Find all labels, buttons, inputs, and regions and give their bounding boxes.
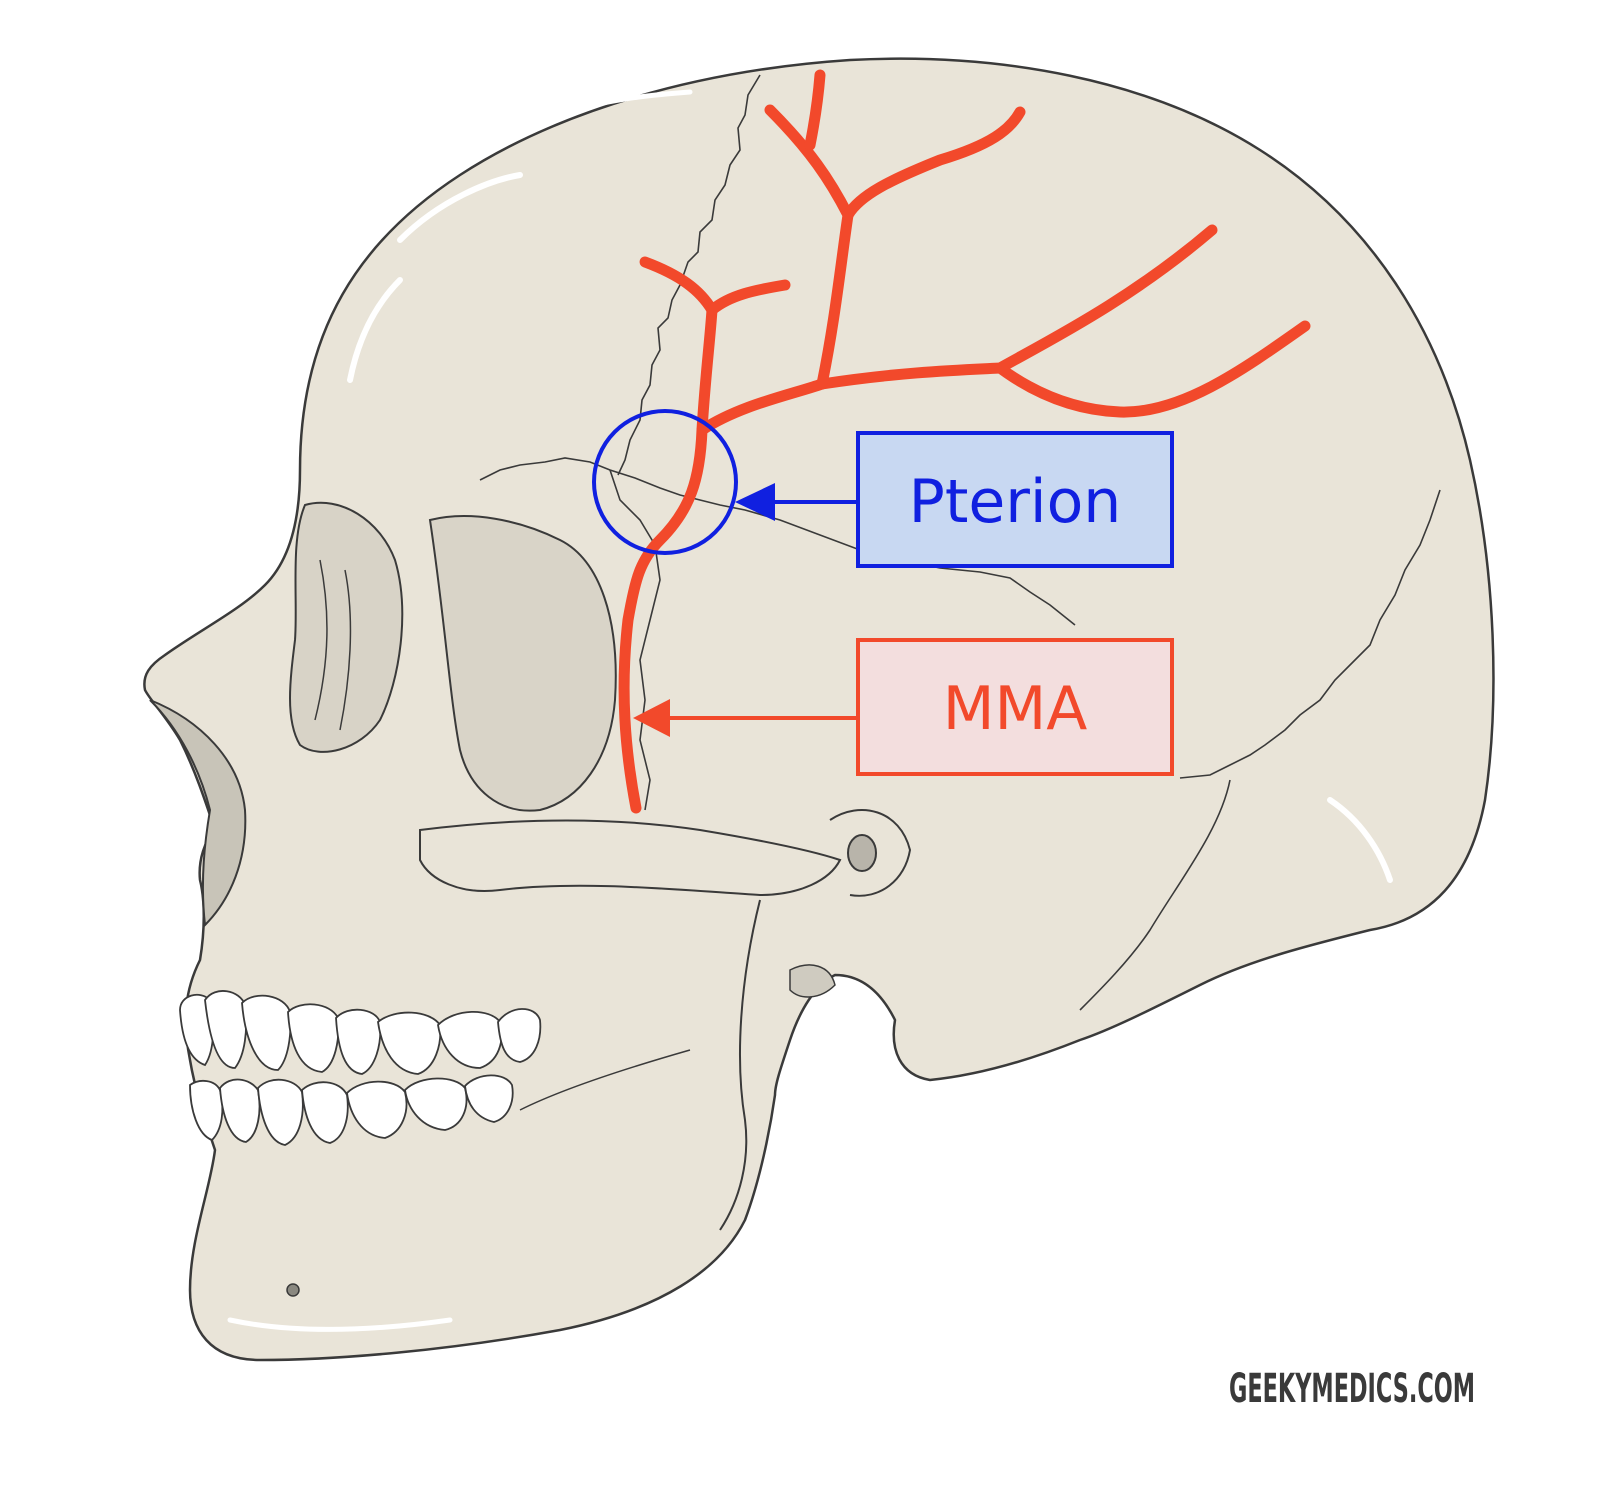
tooth	[189, 1079, 224, 1142]
mma-anterior-branch-top	[639, 256, 718, 316]
mma-top-branch	[804, 69, 826, 151]
ear-canal	[847, 834, 877, 872]
styloid	[789, 964, 836, 998]
mandible-line	[519, 1049, 691, 1111]
mma-middle-branch-top	[842, 106, 1026, 221]
tooth	[219, 1078, 261, 1143]
tooth	[335, 1008, 382, 1075]
lambdoid-suture	[1179, 489, 1441, 779]
mma-posterior-branch-lower	[994, 320, 1311, 418]
highlight	[397, 172, 523, 243]
pterion-label: Pterion	[909, 467, 1122, 537]
lower-teeth	[189, 1074, 514, 1146]
mma-arrow-head	[633, 699, 670, 737]
upper-teeth	[179, 990, 542, 1075]
tooth	[464, 1074, 514, 1123]
orbit-line	[339, 569, 352, 731]
pterion-label-box	[856, 431, 1174, 568]
watermark: GEEKYMEDICS.COM	[1229, 1366, 1475, 1412]
tooth	[287, 1003, 340, 1073]
tooth	[404, 1077, 468, 1131]
occipital-line	[1079, 779, 1231, 1011]
ear-rim	[829, 809, 912, 897]
zygomatic-arch	[419, 819, 842, 897]
highlight	[347, 277, 403, 383]
mma-label-box	[856, 638, 1174, 776]
pterion-circle	[592, 409, 738, 555]
mandible-ramus	[719, 899, 761, 1231]
mma-trunk	[618, 304, 718, 814]
sphenoid-suture	[609, 469, 661, 811]
mental-foramen	[286, 1283, 300, 1297]
mma-anterior-branch-side	[706, 279, 791, 316]
pterion-arrow-head	[735, 483, 775, 521]
tooth	[377, 1011, 442, 1075]
temporal-fossa	[428, 515, 617, 812]
tooth	[241, 994, 292, 1071]
highlight	[1327, 797, 1393, 883]
tooth	[346, 1080, 408, 1139]
tooth	[437, 1010, 503, 1069]
squamous-suture	[479, 457, 1076, 626]
tooth	[204, 990, 248, 1069]
tooth	[257, 1078, 304, 1146]
tooth	[301, 1081, 349, 1144]
mma-label: MMA	[943, 674, 1088, 744]
highlight	[227, 1317, 453, 1332]
highlight	[557, 89, 693, 118]
orbit	[289, 501, 404, 753]
tooth	[497, 1008, 542, 1063]
middle-meningeal-artery	[618, 69, 1311, 814]
mma-posterior-branch	[696, 224, 1218, 436]
orbit-line	[314, 559, 328, 721]
coronal-suture	[617, 74, 761, 476]
nasal-cavity	[149, 699, 247, 928]
skull-illustration	[143, 57, 1495, 1362]
